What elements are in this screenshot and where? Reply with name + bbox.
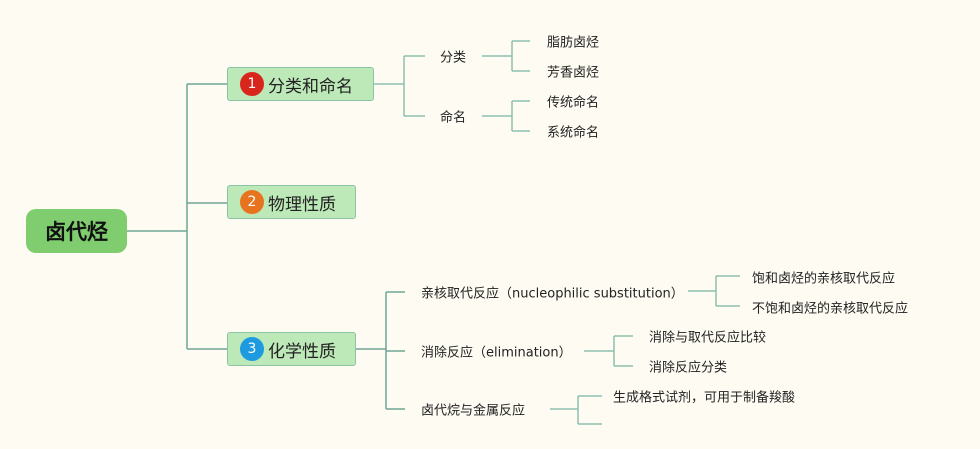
leaf-topic[interactable]: 不饱和卤烃的亲核取代反应 [752,301,909,317]
leaf-topic[interactable]: 饱和卤烃的亲核取代反应 [752,271,896,287]
number-3-icon: 3 [240,337,264,361]
leaf-topic[interactable]: 消除与取代反应比较 [649,330,767,346]
topic-nucleophilic-substitution[interactable]: 亲核取代反应（nucleophilic substitution） [421,286,684,302]
branch-label: 化学性质 [268,341,336,362]
leaf-topic[interactable]: 系统命名 [547,125,600,141]
number-2-icon: 2 [240,190,264,214]
topic-elimination[interactable]: 消除反应（elimination） [421,345,572,361]
leaf-topic[interactable]: 芳香卤烃 [547,65,600,81]
topic-classification[interactable]: 分类 [440,50,467,66]
leaf-topic[interactable]: 脂肪卤烃 [547,35,600,51]
branch-node-physical[interactable]: 2 物理性质 [227,185,356,219]
leaf-topic[interactable]: 传统命名 [547,95,600,111]
branch-label: 物理性质 [268,194,336,215]
branch-node-classification[interactable]: 1 分类和命名 [227,67,374,101]
branch-node-chemical[interactable]: 3 化学性质 [227,332,356,366]
leaf-topic[interactable]: 生成格式试剂，可用于制备羧酸 [613,390,796,406]
root-label: 卤代烃 [45,220,108,244]
root-node[interactable]: 卤代烃 [26,209,127,253]
topic-metal-reaction[interactable]: 卤代烷与金属反应 [421,403,526,419]
branch-label: 分类和命名 [268,76,353,97]
leaf-topic[interactable]: 消除反应分类 [649,360,728,376]
number-1-icon: 1 [240,72,264,96]
topic-naming[interactable]: 命名 [440,110,467,126]
